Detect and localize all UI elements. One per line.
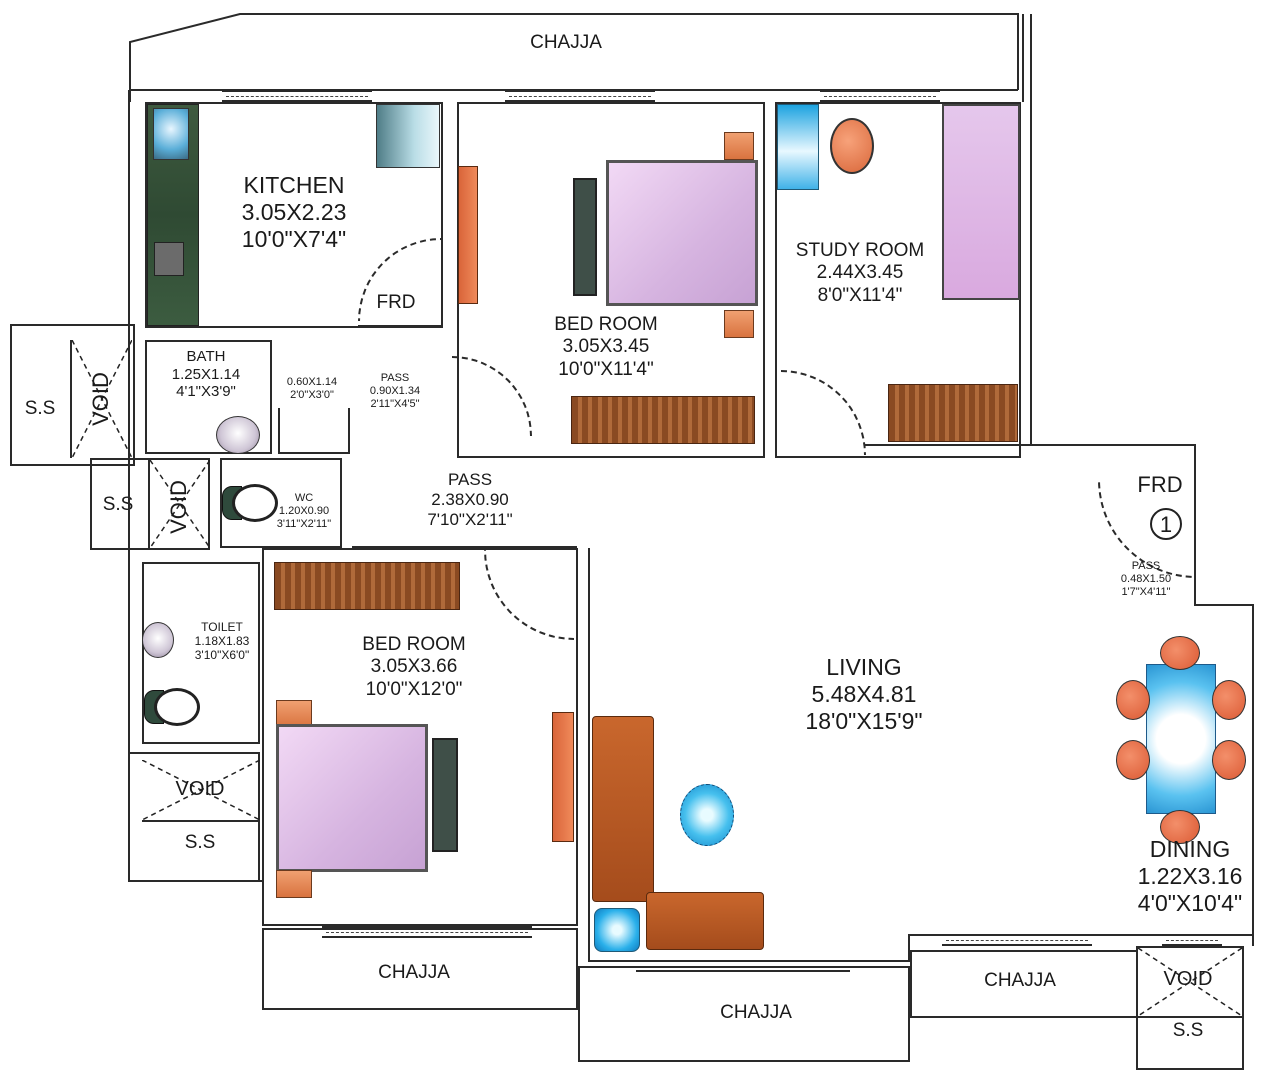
void-bottom-left — [142, 760, 260, 822]
void-mid-left — [148, 460, 210, 548]
ss-top-left-box — [10, 324, 135, 466]
toilet-wc-icon — [154, 688, 200, 726]
entry-door-number-badge: 1 — [1150, 508, 1182, 540]
sink-icon — [153, 108, 189, 160]
coffee-table-icon — [680, 784, 734, 846]
chajja-bottom-left-label: CHAJJA — [378, 962, 450, 983]
void-ss-bottom-right-box — [1136, 946, 1244, 1070]
chajja-bottom-right-label: CHAJJA — [984, 970, 1056, 991]
pass-south-wall — [352, 546, 577, 548]
kitchen-frd-label: FRD — [376, 292, 416, 313]
kitchen-room — [145, 102, 443, 328]
chajja-bottom-mid-box — [578, 966, 910, 1062]
void-mid-left-label: VOID — [165, 480, 191, 534]
living-south-step — [908, 934, 910, 962]
wc-room — [220, 458, 342, 548]
void-bottom-left-label: VOID — [175, 778, 225, 800]
sofa-short-icon — [646, 892, 764, 950]
void-top-left-label: VOID — [87, 372, 113, 426]
bedroom-top-window — [505, 90, 655, 102]
dining-window-2 — [1162, 934, 1222, 946]
dresser-icon — [458, 166, 478, 304]
toilet-basin-icon — [142, 622, 174, 658]
pass-entry-label: PASS 0.48X1.50 1'7"X4'11" — [1120, 560, 1172, 598]
study-label: STUDY ROOM 2.44X3.45 8'0"X11'4" — [795, 240, 925, 306]
chajja-top-label: CHAJJA — [530, 32, 602, 53]
dresser-bottom-icon — [552, 712, 574, 842]
pass-small-label: PASS 0.90X1.34 2'11"X4'5" — [369, 372, 421, 410]
kitchen-window — [222, 90, 372, 102]
study-window — [820, 90, 940, 102]
ss-bottom-left-label: S.S — [184, 832, 216, 853]
fridge-icon — [376, 104, 440, 168]
wc-label: WC 1.20X0.90 3'11"X2'11" — [276, 492, 332, 530]
entry-door-swing-icon — [1098, 480, 1196, 578]
living-north-wall — [865, 444, 1195, 446]
dining-chair-icon — [1116, 680, 1150, 720]
ss-bottom-right-label: S.S — [1172, 1020, 1204, 1041]
dining-east-wall — [1252, 604, 1254, 946]
wardrobe-bottom-icon — [274, 562, 460, 610]
bedside-table-icon — [276, 700, 312, 728]
void-bottom-right-label: VOID — [1163, 968, 1213, 990]
living-west-wall — [588, 548, 590, 962]
bedroom-bottom-label: BED ROOM 3.05X3.66 10'0"X12'0" — [362, 634, 466, 700]
chajja-bottom-left-box — [262, 928, 578, 1010]
bedside-table-icon — [276, 870, 312, 898]
void-top-left — [70, 340, 132, 458]
service-west-wall — [128, 880, 264, 882]
tv-unit-icon — [573, 178, 597, 296]
dining-chair-icon — [1212, 680, 1246, 720]
toilet-label: TOILET 1.18X1.83 3'10"X6'0" — [194, 620, 250, 663]
bath-label: BATH 1.25X1.14 4'1"X3'9" — [171, 348, 241, 401]
bedroom-top-label: BED ROOM 3.05X3.45 10'0"X11'4" — [554, 314, 658, 380]
void-bottom-right — [1138, 948, 1242, 1018]
chajja-bottom-mid-label: CHAJJA — [720, 1002, 792, 1023]
entry-frd-label: FRD — [1137, 472, 1183, 497]
bath-basin-icon — [216, 416, 260, 454]
dining-chair-icon — [1160, 636, 1200, 670]
dining-north-wall — [1194, 604, 1254, 606]
dining-chair-icon — [1160, 810, 1200, 844]
study-chair-icon — [830, 118, 874, 174]
double-bed-icon — [606, 160, 758, 306]
double-bed-bottom-icon — [276, 724, 428, 872]
living-label: LIVING 5.48X4.81 18'0"X15'9" — [805, 654, 923, 735]
bedside-table-icon — [724, 132, 754, 160]
bath-room — [145, 340, 272, 454]
east-wall-upper — [1030, 14, 1032, 444]
ss-mid-left-box — [90, 458, 210, 550]
dining-table-icon — [1146, 664, 1216, 814]
pass-main-label: PASS 2.38X0.90 7'10"X2'11" — [427, 470, 513, 530]
ss-mid-left-label: S.S — [102, 494, 134, 515]
dining-window-1 — [942, 934, 1092, 946]
sofa-long-icon — [592, 716, 654, 902]
side-table-icon — [594, 908, 640, 952]
kitchen-label: KITCHEN 3.05X2.23 10'0"X7'4" — [241, 172, 347, 253]
bedroom-bottom-room — [262, 548, 578, 926]
kitchen-bedroom-partition — [128, 90, 130, 880]
niche-box — [278, 408, 350, 454]
dining-chair-icon — [1212, 740, 1246, 780]
single-bed-icon — [942, 104, 1020, 300]
study-wardrobe-icon — [888, 384, 1018, 442]
stove-icon — [154, 242, 184, 276]
wc-toilet-icon — [232, 484, 278, 522]
ss-top-left-label: S.S — [24, 398, 56, 419]
dining-chair-icon — [1116, 740, 1150, 780]
toilet-room — [142, 562, 260, 744]
dining-label: DINING 1.22X3.16 4'0"X10'4" — [1137, 836, 1243, 917]
bedside-table-icon — [724, 310, 754, 338]
study-room — [775, 102, 1021, 458]
wardrobe-icon — [571, 396, 755, 444]
tv-unit-bottom-icon — [432, 738, 458, 852]
study-desk-icon — [777, 104, 819, 190]
niche-label: 0.60X1.14 2'0"X3'0" — [286, 376, 338, 401]
kitchen-frd-wall — [358, 325, 442, 327]
